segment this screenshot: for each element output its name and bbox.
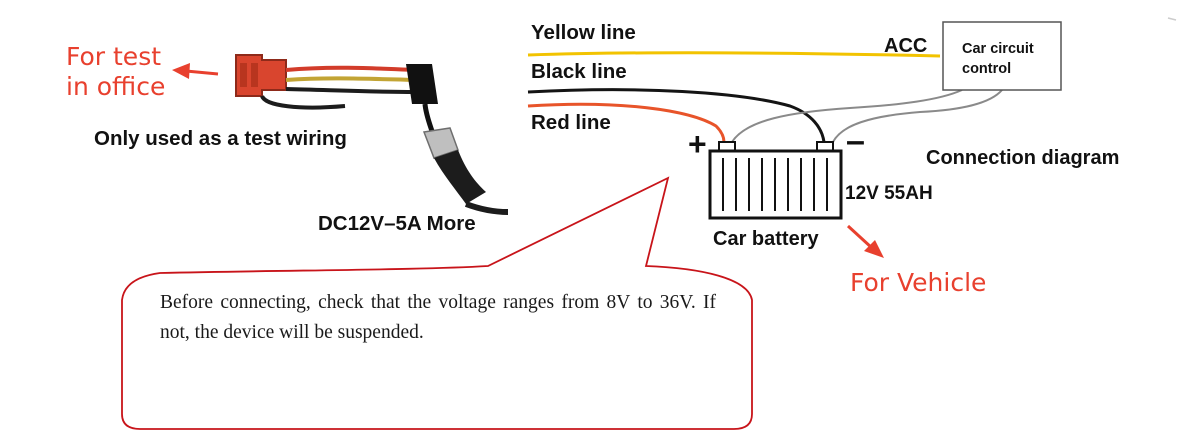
negative-terminal-label: – — [846, 122, 865, 160]
diagram-title: Connection diagram — [926, 147, 1120, 169]
vehicle-note: For Vehicle — [850, 268, 987, 297]
test-note: For test in office — [66, 42, 165, 102]
control-box-line1: Car circuit — [962, 41, 1034, 57]
control-box-line2: control — [962, 61, 1012, 77]
power-spec-label: DC12V–5A More — [318, 212, 476, 235]
acc-label: ACC — [884, 35, 928, 57]
battery-label: Car battery — [713, 228, 819, 250]
harness-red-wire — [285, 65, 416, 72]
positive-terminal-label: + — [688, 126, 707, 162]
gray-wire-negative — [832, 89, 1003, 143]
battery-drawing — [708, 141, 843, 220]
fuse-holder — [406, 64, 438, 104]
test-note-line2: in office — [66, 72, 166, 101]
arrow-to-vehicle-note — [846, 224, 884, 258]
red-wire — [527, 102, 726, 143]
arrow-to-test-note — [172, 63, 219, 79]
gray-wire-positive — [731, 89, 963, 143]
harness-loose-black-wire — [260, 94, 346, 110]
test-harness — [235, 54, 509, 215]
dc-cable — [464, 201, 509, 215]
harness-black-wire — [285, 87, 416, 94]
harness-yellow-wire — [285, 76, 416, 82]
black-line-label: Black line — [531, 60, 627, 83]
control-box — [942, 21, 1062, 91]
battery-spec-label: 12V 55AH — [845, 183, 933, 204]
black-wire — [527, 88, 826, 143]
connector-slot — [251, 63, 258, 87]
connector-slot — [240, 63, 247, 87]
red-line-label: Red line — [531, 111, 611, 134]
callout-text: Before connecting, check that the voltag… — [160, 292, 716, 343]
dc-barrel-body — [434, 150, 486, 204]
callout-bubble — [121, 176, 753, 430]
test-note-line1: For test — [66, 42, 162, 71]
barrel-lead — [422, 103, 436, 135]
corner-mark — [1167, 17, 1177, 21]
test-wiring-label: Only used as a test wiring — [94, 127, 347, 150]
yellow-line-label: Yellow line — [531, 21, 636, 44]
yellow-wire — [527, 51, 941, 58]
